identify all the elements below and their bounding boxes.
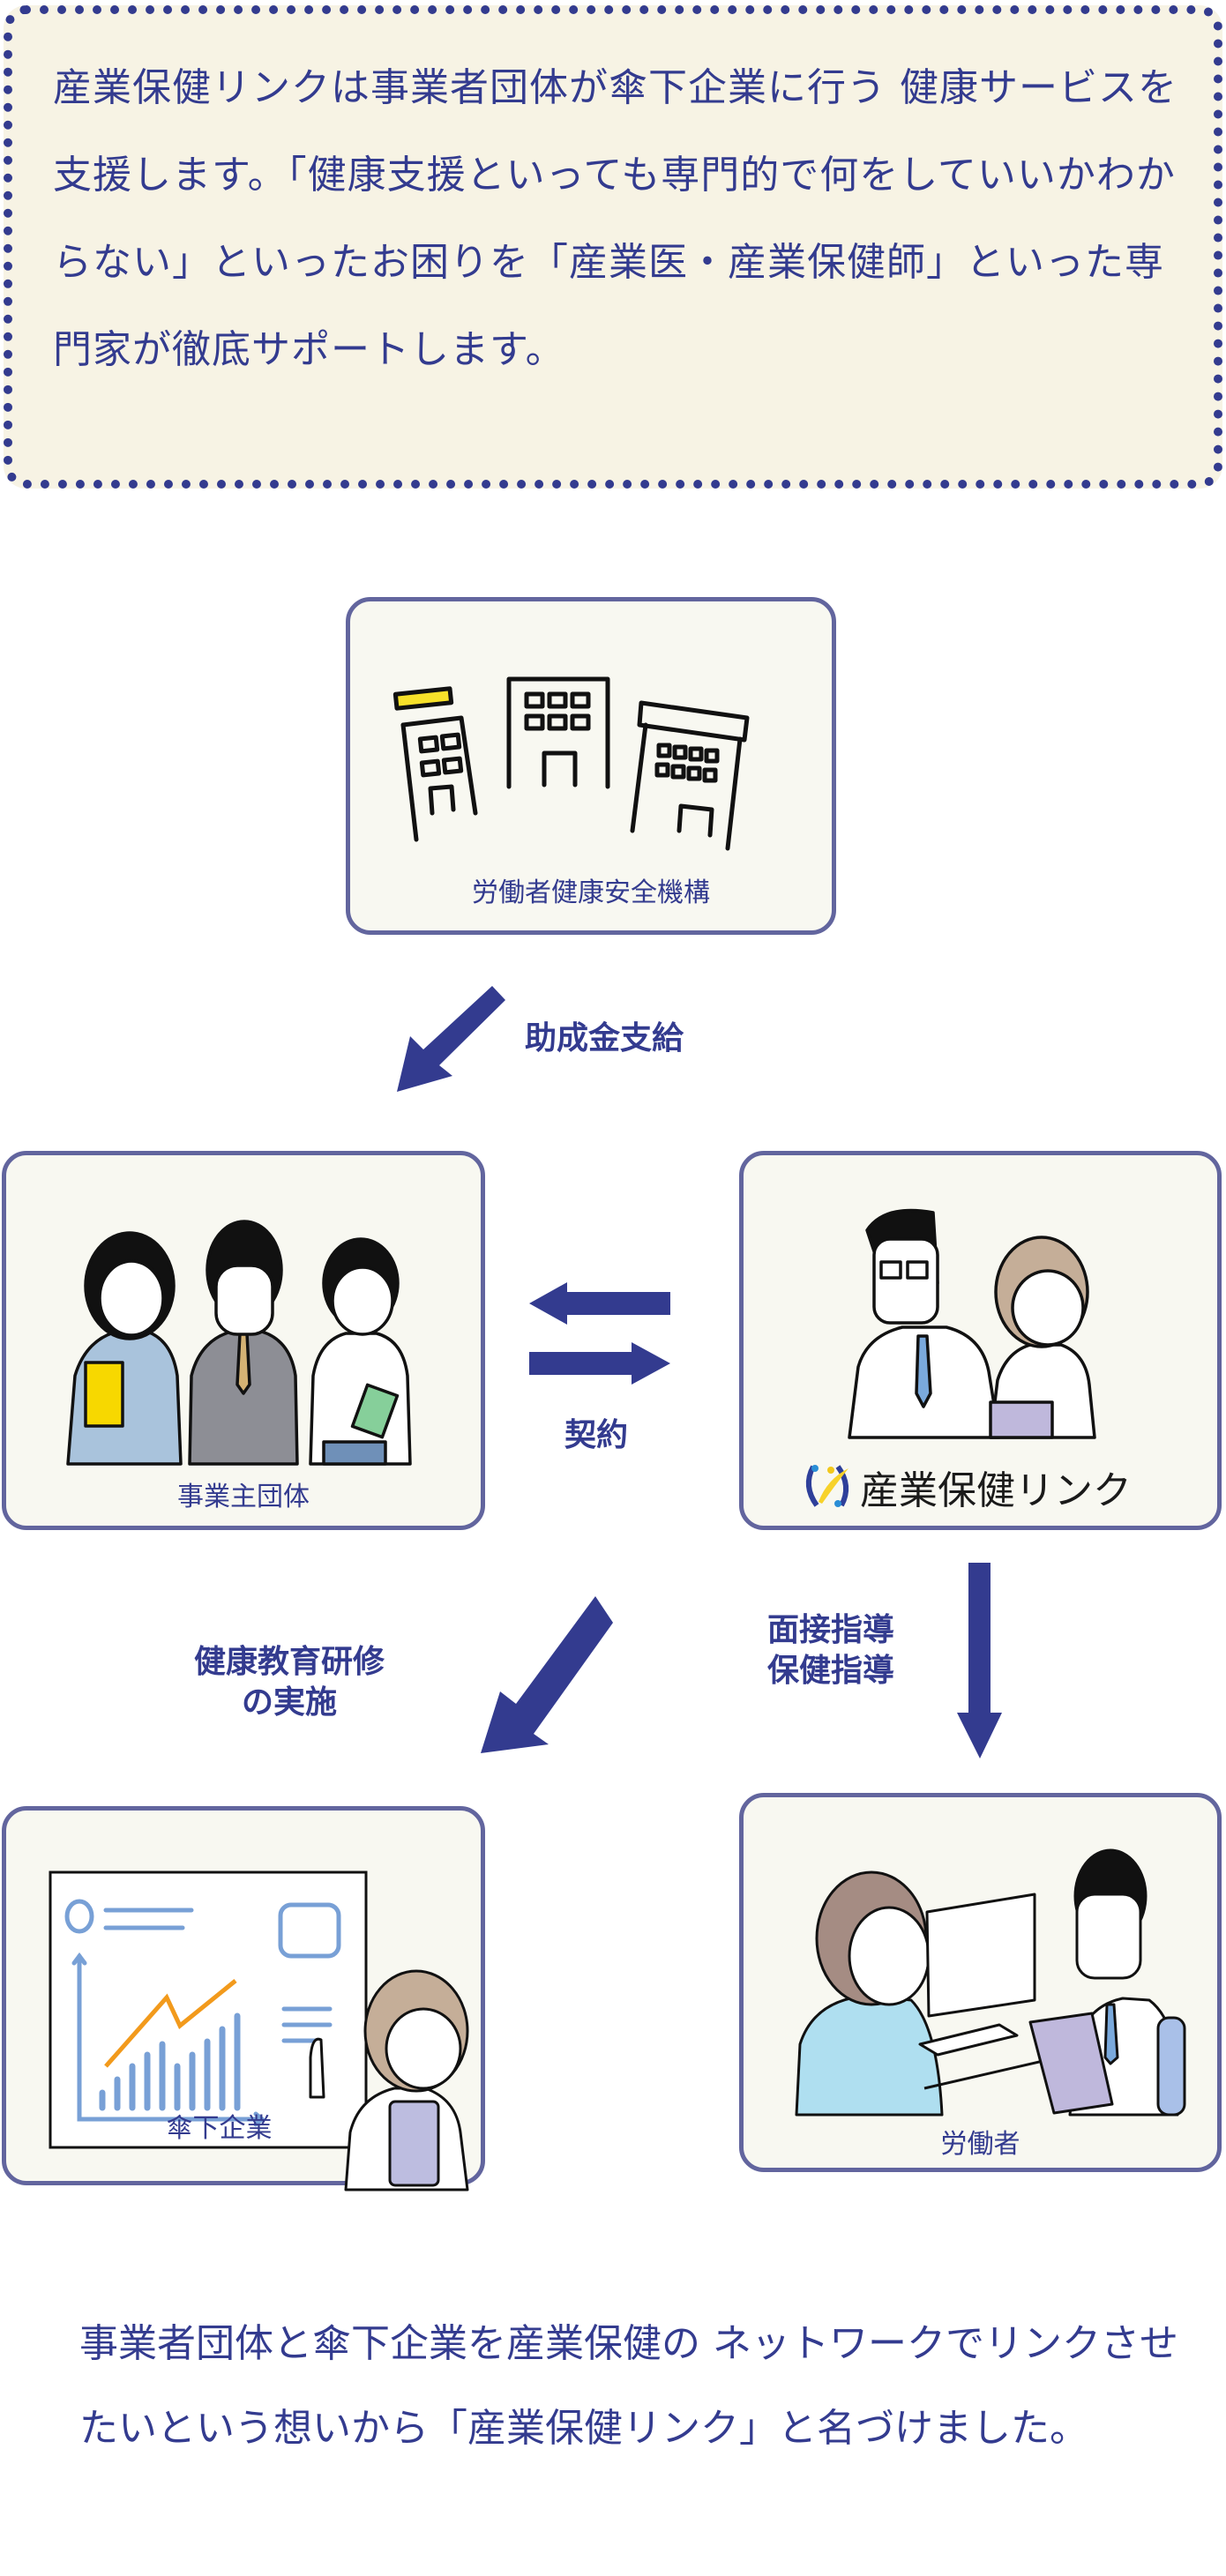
presentation-training-icon xyxy=(49,1870,469,2191)
sangyo-hoken-link-logo-icon xyxy=(805,1465,849,1507)
node-agency: 労働者健康安全機構 xyxy=(346,597,836,935)
office-buildings-icon xyxy=(392,676,750,851)
arrow-training xyxy=(481,1596,613,1753)
node-employer-group: 事業主団体 xyxy=(2,1151,485,1530)
arrow-contract-label: 契約 xyxy=(564,1417,629,1453)
node-link-service: 産業保健リンク xyxy=(739,1151,1222,1530)
arrow-guidance-label-line2: 保健指導 xyxy=(767,1653,895,1689)
arrow-guidance xyxy=(957,1563,1002,1758)
node-affiliates: 傘下企業 xyxy=(2,1806,485,2191)
arrow-training-label-line2: の実施 xyxy=(242,1684,338,1721)
doctor-and-nurse-icon xyxy=(848,1208,1096,1439)
arrow-guidance-label: 面接指導 保健指導 xyxy=(767,1610,894,1691)
node-affiliates-label: 傘下企業 xyxy=(166,2113,273,2144)
arrow-subsidy-label: 助成金支給 xyxy=(525,1020,684,1057)
outro-text: 事業者団体と傘下企業を産業保健の ネットワークでリンクさせたいという想いから「産… xyxy=(79,2321,1178,2451)
arrow-subsidy xyxy=(397,986,505,1092)
node-workers-label: 労働者 xyxy=(940,2129,1020,2160)
node-agency-label: 労働者健康安全機構 xyxy=(472,877,710,908)
intro-box xyxy=(4,5,1222,489)
arrow-contract-left xyxy=(529,1282,670,1325)
node-employer-group-label: 事業主団体 xyxy=(177,1482,310,1512)
intro-text: 産業保健リンクは事業者団体が傘下企業に行う 健康サービスを支援します。「健康支援… xyxy=(53,65,1177,372)
arrow-training-label-line1: 健康教育研修 xyxy=(194,1644,385,1680)
medical-consultation-icon xyxy=(795,1848,1186,2117)
business-people-icon xyxy=(66,1220,412,1466)
arrow-training-label: 健康教育研修 の実施 xyxy=(194,1642,385,1723)
sangyo-hoken-link-logo-text: 産業保健リンク xyxy=(860,1468,1132,1513)
node-workers: 労働者 xyxy=(739,1793,1222,2172)
arrow-guidance-label-line1: 面接指導 xyxy=(767,1612,895,1648)
arrow-contract-right xyxy=(529,1342,670,1385)
